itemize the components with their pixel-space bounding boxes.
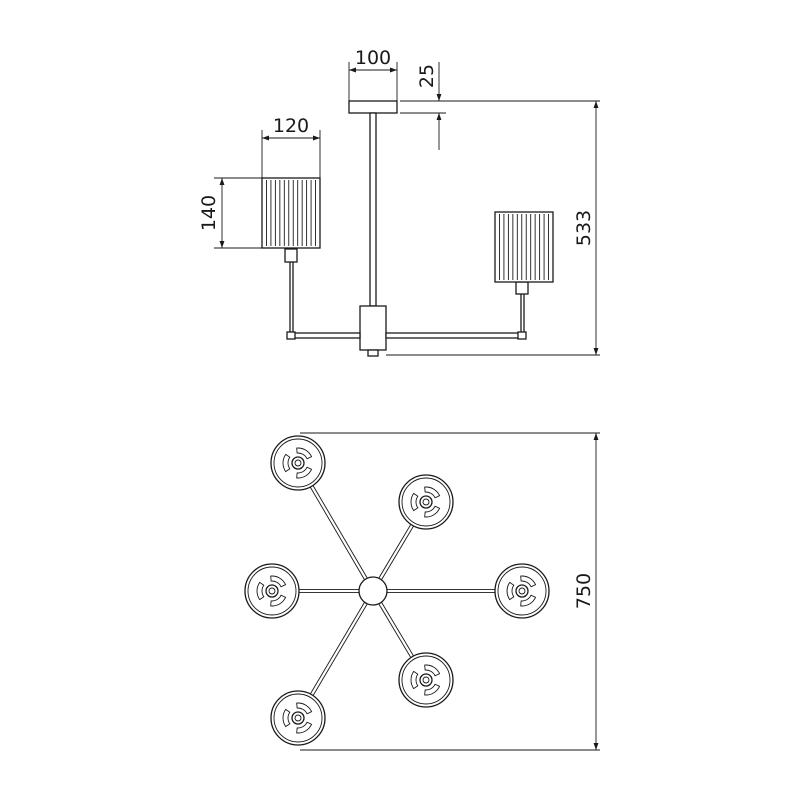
- label-total-diameter: 750: [573, 573, 595, 609]
- hub-body: [359, 305, 387, 351]
- side-view: 100 25 120 140 533: [198, 47, 600, 357]
- right-socket: [515, 281, 529, 295]
- central-rod: [369, 112, 377, 307]
- top-view-shade: [398, 474, 454, 530]
- dimension-total-diameter: 750: [300, 432, 600, 751]
- top-view-shades: [244, 435, 550, 746]
- top-view-hub: [358, 576, 388, 606]
- dimension-canopy-width: 100: [348, 47, 398, 101]
- label-canopy-height: 25: [416, 64, 438, 88]
- right-arm-end: [517, 331, 527, 340]
- dimension-shade-width: 120: [261, 115, 321, 178]
- dimension-total-height: 533: [386, 101, 600, 356]
- label-shade-width: 120: [273, 115, 309, 137]
- right-arm: [385, 332, 522, 339]
- left-arm-end: [286, 331, 296, 340]
- top-view-shade: [270, 435, 326, 491]
- label-total-height: 533: [573, 210, 595, 246]
- top-view-shade: [270, 690, 326, 746]
- left-shade: [261, 177, 321, 249]
- right-shade: [494, 211, 554, 283]
- dimension-shade-height: 140: [198, 177, 262, 249]
- hub-finial: [367, 349, 379, 357]
- dimension-canopy-height: 25: [400, 62, 600, 150]
- top-view: 750: [244, 432, 600, 751]
- left-socket: [284, 248, 298, 263]
- top-view-shade: [494, 563, 550, 619]
- left-arm: [291, 332, 361, 339]
- label-shade-height: 140: [198, 195, 220, 231]
- canopy: [348, 100, 398, 114]
- top-view-shade: [398, 652, 454, 708]
- top-view-arms: [278, 467, 516, 714]
- label-canopy-width: 100: [355, 47, 391, 69]
- top-view-shade: [244, 563, 300, 619]
